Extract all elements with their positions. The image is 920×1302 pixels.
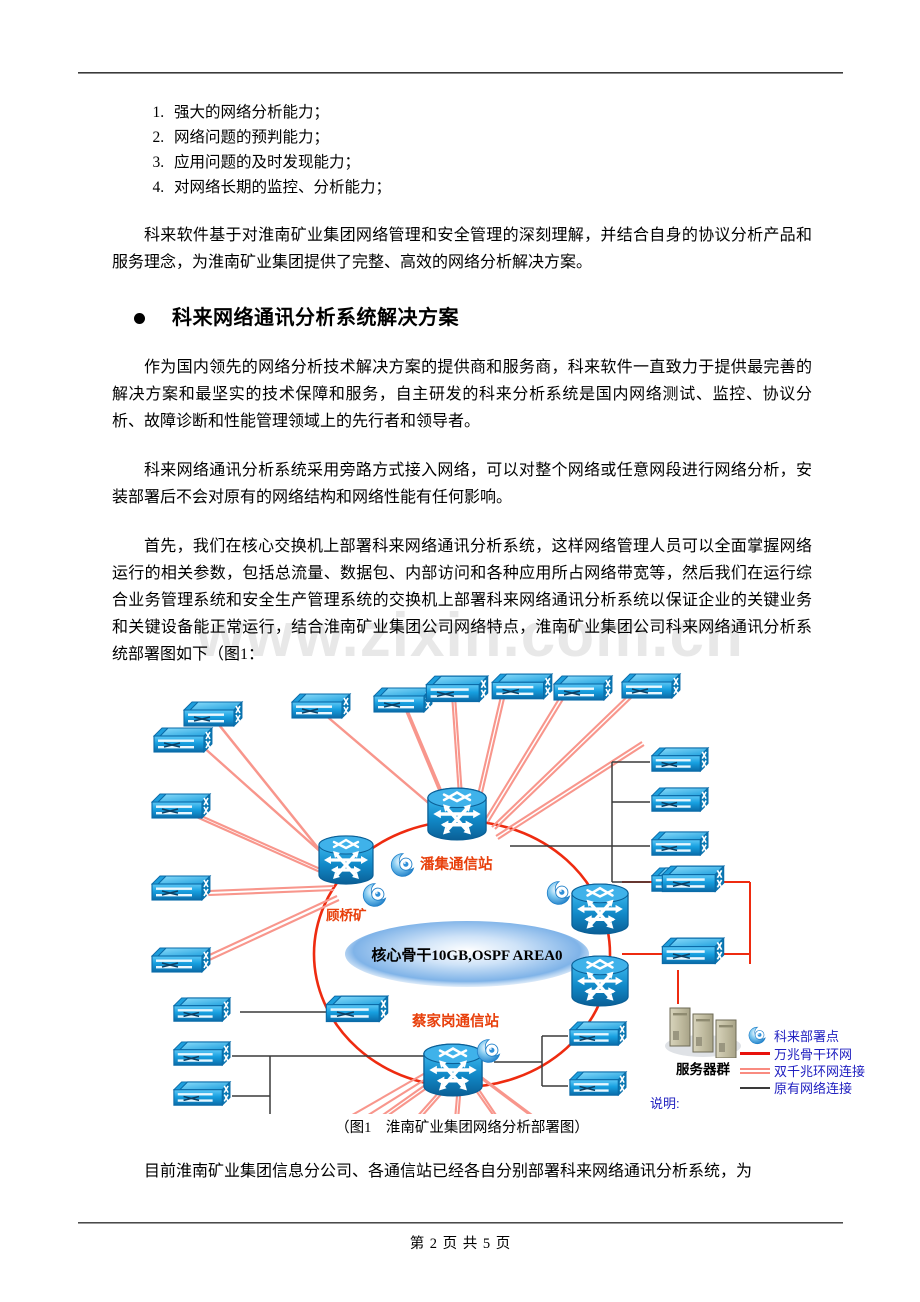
switch-group-lower-left	[173, 997, 231, 1106]
router-icon-guqiao	[317, 834, 375, 886]
legend-items: 科来部署点 万兆骨干环网 双千兆环网连接 原有网络连接	[740, 1026, 920, 1096]
footer-rule	[78, 1222, 843, 1224]
switch-icon	[425, 675, 489, 703]
paragraph-1: 作为国内领先的网络分析技术解决方案的提供商和服务商，科来软件一直致力于提供最完善…	[112, 359, 812, 430]
switch-group-guqiao-left	[151, 701, 243, 973]
switch-icon	[173, 1041, 231, 1066]
colasoft-probe-icon	[476, 1039, 501, 1063]
router-icon-core-upper	[570, 882, 630, 936]
core-backbone-ellipse	[345, 921, 589, 987]
switch-icon	[569, 1021, 627, 1046]
node-label-caijiagang: 蔡家岗通信站	[411, 1012, 499, 1030]
switch-icon	[183, 701, 243, 727]
switch-icon	[151, 793, 211, 819]
list-item: 网络问题的预判能力；	[168, 125, 812, 150]
colasoft-probe-icon	[546, 881, 571, 905]
legend-item-gig: 双千兆环网连接	[740, 1062, 920, 1079]
router-icon-caijiagang	[422, 1042, 484, 1098]
legend-label: 科来部署点	[774, 1029, 840, 1044]
closing-paragraph: 目前淮南矿业集团信息分公司、各通信站已经各自分别部署科来网络通讯分析系统，为	[144, 1163, 753, 1180]
paragraph-2: 科来网络通讯分析系统采用旁路方式接入网络，可以对整个网络或任意网段进行网络分析，…	[112, 462, 812, 506]
footer-page-number: 第 2 页 共 5 页	[409, 1236, 512, 1252]
switch-icon	[373, 687, 433, 713]
switch-icon	[651, 831, 709, 856]
router-icon-core-lower	[570, 954, 630, 1008]
switch-icon	[173, 1081, 231, 1106]
colasoft-probe-icon	[362, 883, 387, 907]
paragraph-3: 首先，我们在核心交换机上部署科来网络通讯分析系统，这样网络管理人员可以全面掌握网…	[112, 538, 812, 663]
switch-icon	[651, 787, 709, 812]
switch-icon	[661, 865, 725, 893]
legend-label: 原有网络连接	[774, 1081, 853, 1096]
network-topology-figure: 顾桥矿 潘集通信站 蔡家岗通信站 核心骨干10GB,OSPF AREA0 服务器…	[122, 664, 838, 1114]
document-content: 强大的网络分析能力； 网络问题的预判能力； 应用问题的及时发现能力； 对网络长期…	[112, 100, 812, 668]
figure-caption: （图1 淮南矿业集团网络分析部署图）	[335, 1120, 589, 1136]
server-cluster-label: 服务器群	[676, 1061, 730, 1077]
legend-title: 说明:	[650, 1096, 680, 1111]
legend-item-legacy: 原有网络连接	[740, 1079, 920, 1096]
legacy-links	[232, 761, 650, 1114]
list-item: 对网络长期的监控、分析能力；	[168, 175, 812, 200]
switch-icon	[491, 673, 553, 700]
page-title: 科来网络通讯分析系统解决方案	[112, 304, 812, 332]
header-rule	[78, 72, 843, 74]
switch-group-core-right	[661, 865, 725, 965]
list-item: 应用问题的及时发现能力；	[168, 150, 812, 175]
switch-icon	[569, 1071, 627, 1096]
router-icon-panji	[426, 786, 488, 842]
gig-links-panji	[321, 691, 645, 840]
switch-icon	[153, 727, 213, 753]
switch-icon	[325, 995, 389, 1023]
intro-paragraph: 科来软件基于对淮南矿业集团网络管理和安全管理的深刻理解，并结合自身的协议分析产品…	[112, 227, 812, 271]
node-label-guqiao: 顾桥矿	[326, 907, 367, 923]
bullet-dot-icon	[134, 313, 145, 324]
switch-group-panji-top	[291, 673, 681, 719]
legend-label: 万兆骨干环网	[774, 1047, 853, 1062]
legend-label: 双千兆环网连接	[774, 1064, 866, 1079]
list-item: 强大的网络分析能力；	[168, 100, 812, 125]
legend-item-backbone: 万兆骨干环网	[740, 1045, 920, 1062]
switch-icon	[661, 937, 725, 965]
core-ellipse-label: 核心骨干10GB,OSPF AREA0	[371, 946, 562, 964]
switch-icon	[651, 747, 709, 772]
red-line-icon	[740, 1052, 774, 1055]
switch-icon	[553, 675, 613, 701]
legend-block: 说明:	[650, 1096, 680, 1111]
switch-icon	[151, 947, 211, 973]
capability-list: 强大的网络分析能力； 网络问题的预判能力； 应用问题的及时发现能力； 对网络长期…	[112, 100, 812, 200]
pink-double-line-icon	[740, 1067, 774, 1074]
switch-icon	[621, 673, 681, 699]
server-cluster-icon	[664, 1007, 742, 1058]
colasoft-probe-icon	[740, 1026, 774, 1045]
node-label-panji: 潘集通信站	[420, 855, 493, 873]
gray-line-icon	[740, 1086, 774, 1089]
switch-icon	[173, 997, 231, 1022]
switch-icon	[291, 693, 351, 719]
switch-icon	[151, 875, 211, 901]
section-heading-label: 科来网络通讯分析系统解决方案	[172, 307, 459, 329]
legend-item-probe: 科来部署点	[740, 1026, 920, 1045]
colasoft-probe-icon	[390, 853, 415, 877]
